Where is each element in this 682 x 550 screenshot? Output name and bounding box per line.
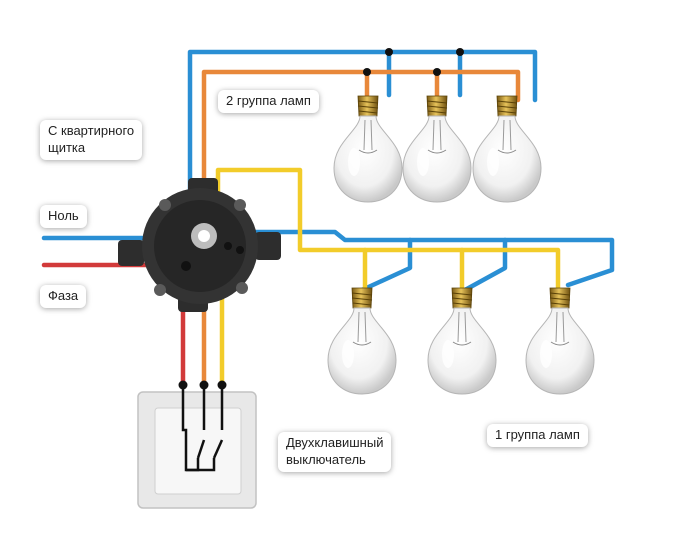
group2-label: 2 группа ламп bbox=[218, 90, 319, 113]
two-gang-switch bbox=[137, 385, 257, 509]
neutral-drop-4 bbox=[462, 237, 508, 293]
neutral-label: Ноль bbox=[40, 205, 87, 228]
group1-label: 1 группа ламп bbox=[487, 424, 588, 447]
neutral-drop-3 bbox=[359, 237, 413, 293]
bulb-g1-1 bbox=[327, 287, 397, 395]
bulb-g1-2 bbox=[427, 287, 497, 395]
bulb-g2-1 bbox=[333, 95, 403, 203]
bulb-group-1 bbox=[327, 287, 595, 395]
neutral-riser-wire bbox=[187, 49, 538, 228]
switch-label: Двухклавишный выключатель bbox=[278, 432, 392, 472]
junction-dots bbox=[178, 48, 464, 390]
phase-label: Фаза bbox=[40, 285, 87, 308]
from-panel-label: С квартирного щитка bbox=[40, 120, 143, 160]
junction-box bbox=[118, 178, 281, 312]
group1-riser-wire bbox=[215, 167, 561, 293]
bulb-g2-2 bbox=[402, 95, 472, 203]
bulb-group-2 bbox=[333, 95, 542, 203]
group2-riser-wire bbox=[201, 69, 521, 225]
bulb-g1-3 bbox=[525, 287, 595, 395]
bulb-g2-3 bbox=[472, 95, 542, 203]
neutral-group1-wire bbox=[197, 229, 615, 288]
